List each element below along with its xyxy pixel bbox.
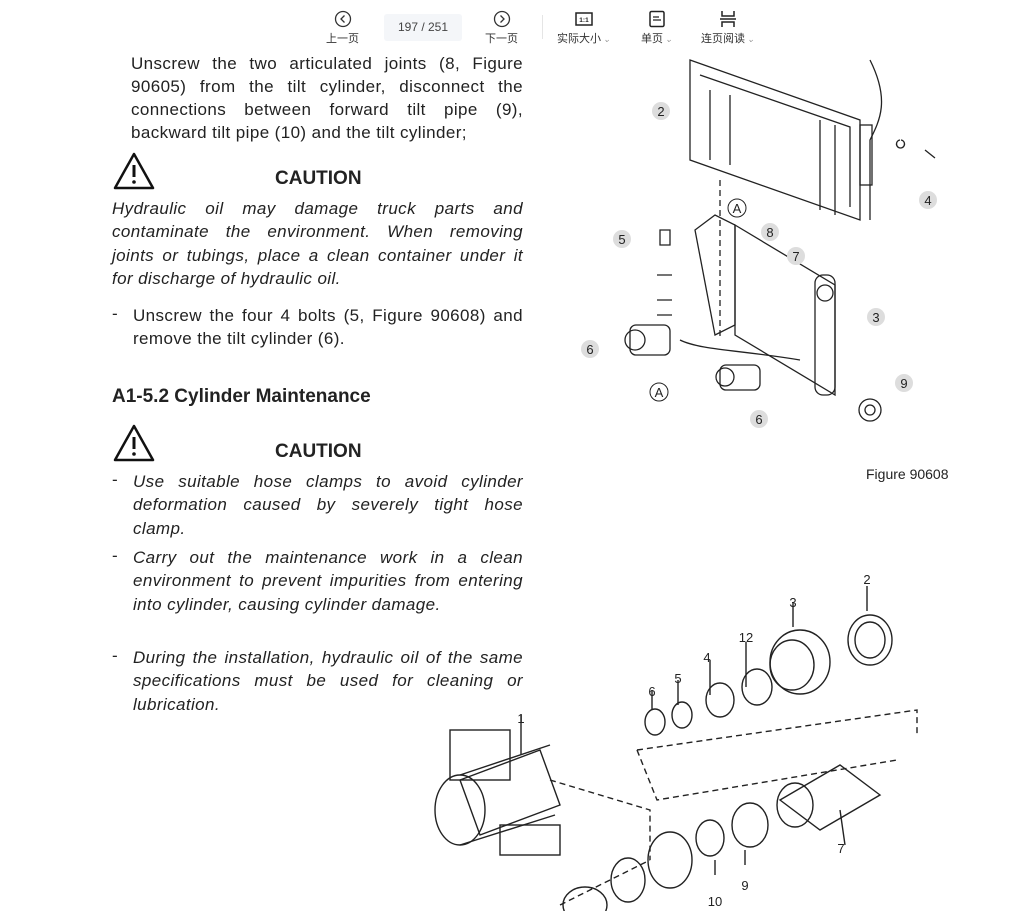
reader-toolbar: 上一页 197 / 251 下一页 1:1 实际大小⌄ 单页⌄ 连页阅读⌄ <box>0 0 1028 50</box>
next-page-label: 下一页 <box>485 33 518 45</box>
section-heading: A1-5.2 Cylinder Maintenance <box>112 386 371 407</box>
callout-label: 3 <box>872 310 879 325</box>
chevron-down-icon: ⌄ <box>665 34 673 44</box>
callout-label: 4 <box>924 193 931 208</box>
continuous-page-icon <box>719 11 736 27</box>
warning-triangle-icon <box>113 152 155 190</box>
callout-label: 2 <box>657 104 664 119</box>
callout-label: 9 <box>900 376 907 391</box>
callout-label: 6 <box>648 684 655 699</box>
actual-size-label: 实际大小 <box>557 33 601 45</box>
chevron-down-icon: ⌄ <box>603 34 611 44</box>
svg-text:1:1: 1:1 <box>579 17 589 24</box>
actual-size-dropdown[interactable]: 1:1 实际大小⌄ <box>557 10 611 46</box>
callout-label: 9 <box>741 878 748 893</box>
next-page-button[interactable]: 下一页 <box>485 10 518 46</box>
callout-label: 8 <box>766 225 773 240</box>
chevron-left-circle-icon <box>334 10 351 28</box>
callout-label: 7 <box>792 249 799 264</box>
callout-label: 5 <box>618 232 625 247</box>
bullet: - <box>112 646 118 665</box>
caution-item: Carry out the maintenance work in a clea… <box>133 548 523 614</box>
figure-caption: Figure 90608 <box>866 466 949 482</box>
callout-label: 5 <box>674 671 681 686</box>
caution-title: CAUTION <box>275 441 362 462</box>
warning-triangle-icon <box>113 424 155 462</box>
exploded-diagram-tilt-cylinder: 2 4 A 5 8 7 3 6 A 9 6 <box>581 59 937 428</box>
callout-label: 4 <box>703 650 710 665</box>
step-text: Unscrew the two articulated joints (8, F… <box>131 54 523 142</box>
callout-label: 7 <box>837 841 844 856</box>
callout-label: 1 <box>517 711 524 726</box>
caution-text: Hydraulic oil may damage truck parts and… <box>112 199 523 288</box>
continuous-reading-dropdown[interactable]: 连页阅读⌄ <box>701 10 755 46</box>
callout-label: 3 <box>789 595 796 610</box>
caution-item: Use suitable hose clamps to avoid cylind… <box>133 472 523 538</box>
callout-label: 2 <box>863 572 870 587</box>
prev-page-label: 上一页 <box>326 33 359 45</box>
continuous-reading-label: 连页阅读 <box>701 33 745 45</box>
callout-label: A <box>655 385 664 400</box>
bullet: - <box>112 546 118 565</box>
bullet: - <box>112 470 118 489</box>
exploded-diagram-cylinder-parts: 2 3 12 4 5 6 1 7 9 10 <box>434 572 918 911</box>
bullet: - <box>112 304 118 323</box>
single-page-label: 单页 <box>641 33 663 45</box>
callout-label: 6 <box>755 412 762 427</box>
callout-label: 10 <box>708 894 722 909</box>
single-page-icon <box>649 10 665 28</box>
page-number-input[interactable]: 197 / 251 <box>384 14 462 41</box>
caution-item: During the installation, hydraulic oil o… <box>133 648 523 714</box>
caution-title: CAUTION <box>275 168 362 189</box>
callout-label: 6 <box>586 342 593 357</box>
callout-label: 12 <box>739 630 753 645</box>
actual-size-icon: 1:1 <box>575 12 593 26</box>
chevron-right-circle-icon <box>493 10 510 28</box>
callout-label: A <box>733 201 742 216</box>
prev-page-button[interactable]: 上一页 <box>326 10 359 46</box>
figure-callouts: 2 4 A 5 8 7 3 6 A 9 6 <box>581 102 937 428</box>
toolbar-divider <box>542 15 543 39</box>
single-page-dropdown[interactable]: 单页⌄ <box>641 10 673 46</box>
chevron-down-icon: ⌄ <box>747 34 755 44</box>
step-text: Unscrew the four 4 bolts (5, Figure 9060… <box>133 306 523 349</box>
